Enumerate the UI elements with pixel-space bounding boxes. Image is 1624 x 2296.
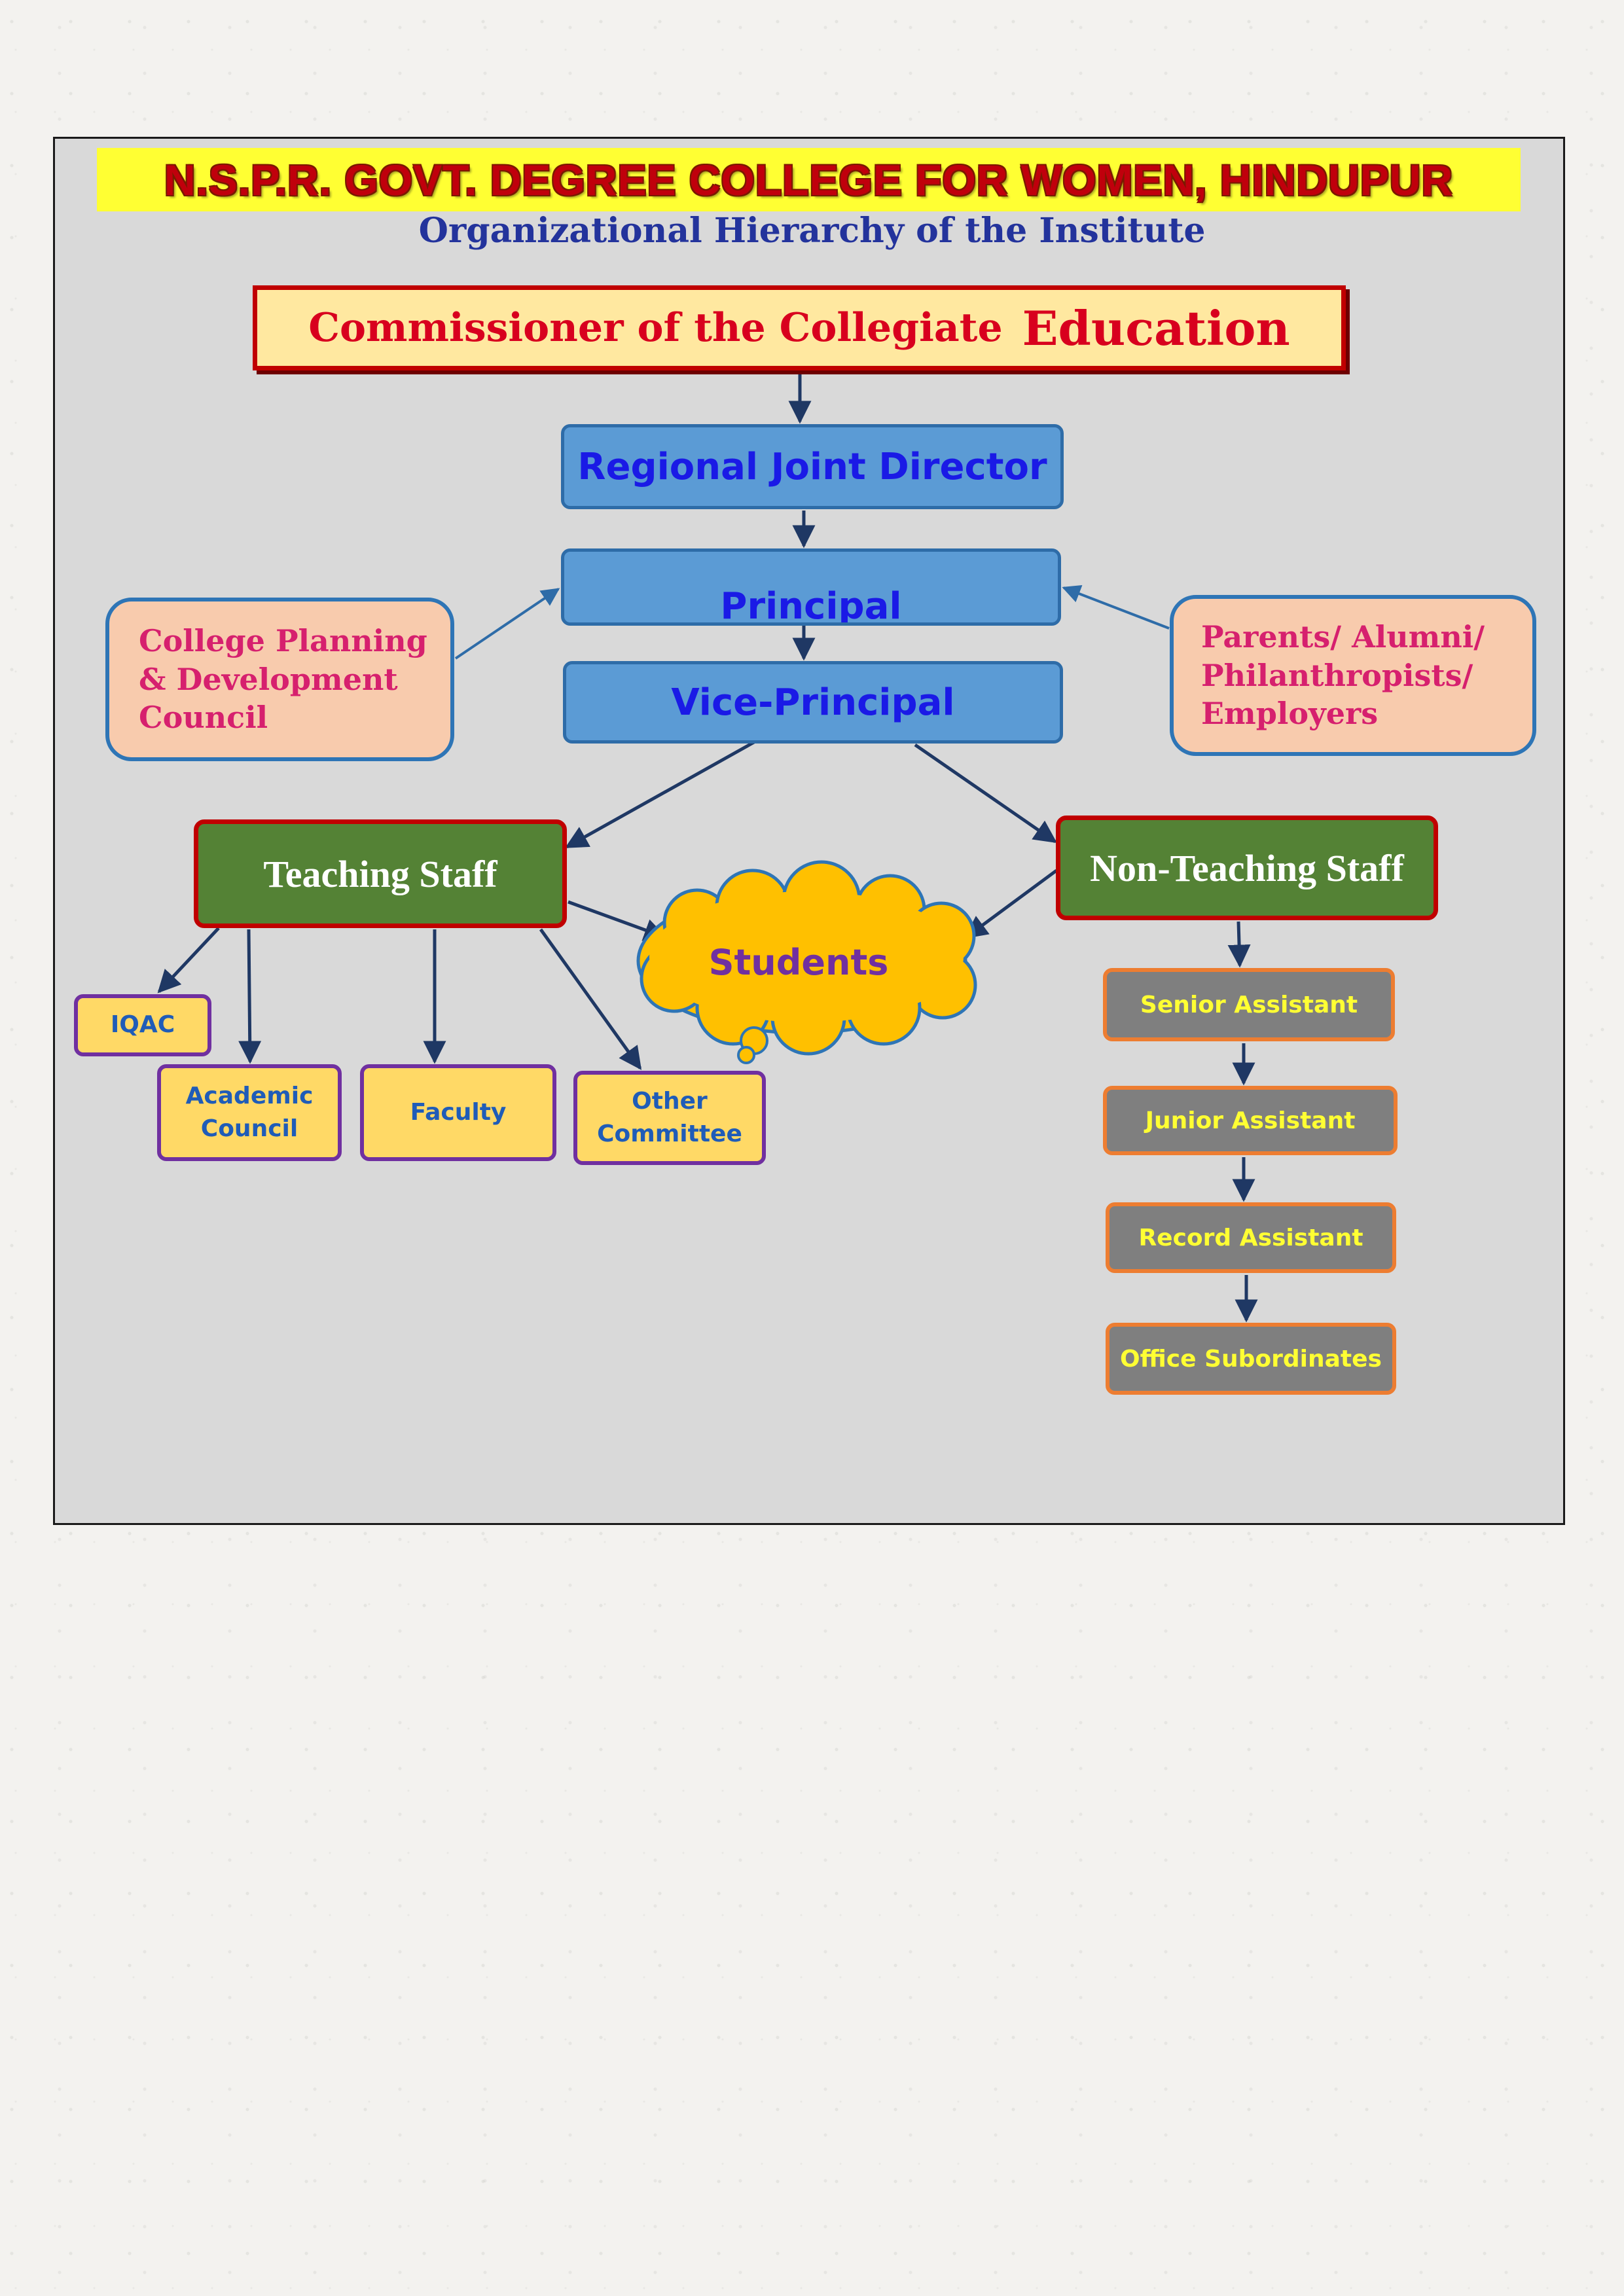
teaching-staff-node: Teaching Staff (194, 819, 567, 928)
office-subordinates-label: Office Subordinates (1120, 1345, 1382, 1372)
parents-line-3: Employers (1201, 696, 1379, 732)
college-planning-council-node: College Planning & Development Council (105, 598, 454, 761)
cloud-bubble-small (737, 1046, 755, 1064)
connector-teaching-academic (238, 929, 262, 1064)
title-band: N.S.P.R. GOVT. DEGREE COLLEGE FOR WOMEN,… (97, 148, 1521, 211)
faculty-label: Faculty (410, 1098, 507, 1126)
iqac-node: IQAC (74, 994, 211, 1056)
connector-planning-principal (454, 588, 560, 660)
academic-council-line-2: Council (200, 1115, 298, 1142)
connector-nonteaching-senior (1227, 921, 1251, 968)
senior-assistant-label: Senior Assistant (1140, 991, 1358, 1018)
connector-parents-principal (1062, 584, 1170, 630)
connector-teaching-students (568, 900, 668, 941)
connector-vice-nonteaching (914, 743, 1057, 844)
office-subordinates-node: Office Subordinates (1106, 1323, 1396, 1395)
college-planning-line-3: Council (139, 700, 268, 736)
commissioner-label: Commissioner of the Collegiate (308, 305, 1003, 351)
iqac-label: IQAC (110, 1011, 175, 1039)
vice-principal-label: Vice-Principal (671, 681, 955, 724)
connector-vice-teaching (564, 740, 755, 849)
college-planning-line-2: & Development (139, 661, 398, 697)
other-committee-line-1: Other (632, 1087, 708, 1115)
parents-alumni-node: Parents/ Alumni/ Philanthropists/ Employ… (1170, 595, 1536, 756)
commissioner-node: Commissioner of the Collegiate Education (253, 285, 1346, 370)
connector-teaching-other (539, 928, 642, 1070)
other-committee-node: Other Committee (573, 1071, 766, 1165)
college-planning-line-1: College Planning (139, 622, 427, 658)
academic-council-node: Academic Council (157, 1064, 342, 1161)
academic-council-line-1: Academic (185, 1082, 314, 1109)
teaching-staff-label: Teaching Staff (263, 852, 497, 895)
non-teaching-staff-label: Non-Teaching Staff (1090, 846, 1404, 889)
senior-assistant-node: Senior Assistant (1103, 968, 1395, 1041)
record-assistant-node: Record Assistant (1106, 1202, 1396, 1273)
connector-nonteaching-students (964, 869, 1058, 939)
connector-teaching-iqac (157, 927, 220, 994)
college-title: N.S.P.R. GOVT. DEGREE COLLEGE FOR WOMEN,… (164, 155, 1454, 204)
students-label: Students (708, 941, 889, 983)
principal-label: Principal (720, 585, 902, 626)
faculty-node: Faculty (360, 1064, 556, 1161)
vice-principal-node: Vice-Principal (563, 661, 1063, 744)
record-assistant-label: Record Assistant (1138, 1224, 1363, 1251)
principal-node: Principal (561, 548, 1061, 626)
non-teaching-staff-node: Non-Teaching Staff (1056, 816, 1438, 920)
other-committee-line-2: Committee (597, 1121, 742, 1147)
regional-joint-director-label: Regional Joint Director (577, 445, 1047, 488)
junior-assistant-node: Junior Assistant (1103, 1086, 1398, 1155)
parents-line-1: Parents/ Alumni/ (1201, 619, 1485, 655)
junior-assistant-label: Junior Assistant (1145, 1107, 1356, 1134)
regional-joint-director-node: Regional Joint Director (561, 424, 1064, 509)
parents-line-2: Philanthropists/ (1201, 657, 1473, 693)
students-cloud-fill (649, 891, 964, 1022)
commissioner-label-emphasis: Education (1022, 300, 1290, 356)
diagram-subtitle: Organizational Hierarchy of the Institut… (418, 211, 1206, 251)
